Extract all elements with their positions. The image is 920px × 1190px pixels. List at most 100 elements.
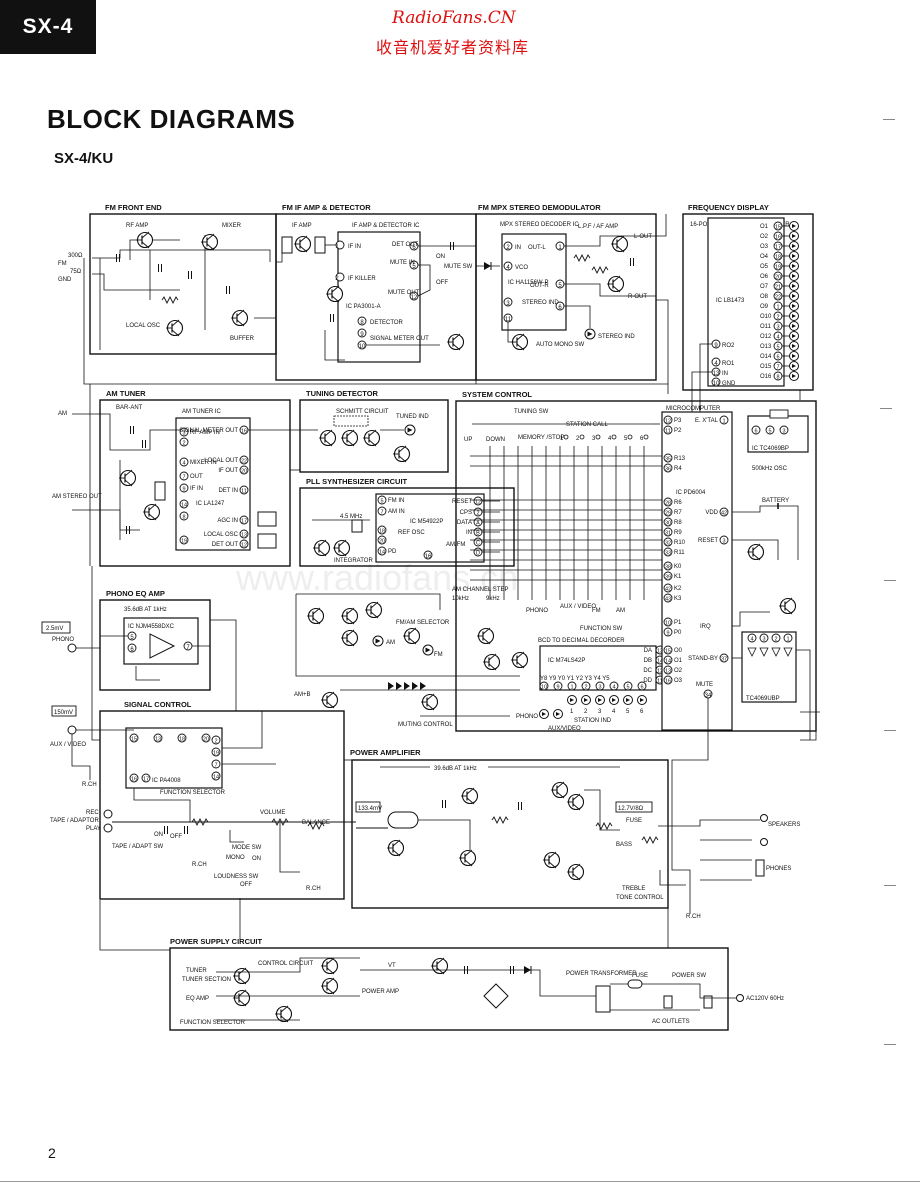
freq-output-13: O14 [760, 354, 772, 360]
osc-pin-1: 5 [768, 429, 771, 435]
phono-level: 2.5mV [46, 626, 63, 632]
bcd-bottom-pin-0: 10 [541, 685, 547, 691]
mc-rpin-label-0: E. X'TAL [695, 418, 719, 424]
pll-lpin-4: 14 [379, 550, 385, 556]
bcd-bottom-pin-4-circle [595, 681, 605, 691]
pll-lpin-0: 5 [380, 499, 383, 505]
if-in-label: IF IN [348, 244, 361, 250]
fm-if-block: FM IF AMP & DETECTOR IF AMP IF AMP & DET… [275, 203, 477, 381]
mc-lpin-15: 9 [666, 631, 669, 637]
mc-lpin-3: 36 [665, 467, 671, 473]
tuning-detector-frame [299, 399, 449, 473]
treble-label: TREBLE [622, 886, 645, 892]
pll-rpin-0: 12 [475, 500, 481, 506]
page-subtitle: SX-4/KU [54, 150, 114, 167]
power-amp-title: POWER AMPLIFIER [350, 748, 421, 757]
mc-lpin-12-circle [663, 583, 673, 593]
am-lpin-label-2: MIXER IN [190, 460, 217, 466]
mc-lpin-11: 39 [665, 575, 671, 581]
mc-lpin-label-5: R7 [674, 510, 682, 516]
am-rpin-3: 11 [241, 489, 247, 495]
am-lpin-1-circle [179, 437, 189, 447]
pll-rpin-label-3: IN [466, 530, 472, 536]
sc-right-pin-2: 7 [214, 763, 217, 769]
mc-lpin-9: 33 [665, 551, 671, 557]
standby-inverter-0 [747, 647, 757, 657]
step-9k: 9kHz [486, 596, 500, 602]
mc-rpin-4: 37 [721, 657, 727, 663]
antenna-75-label: 75Ω [70, 269, 82, 275]
r-out-label: R-OUT [628, 294, 647, 300]
bcd-in-pin-0: 13 [657, 649, 663, 655]
edge-mark [880, 408, 892, 409]
station-call-3: 4 [608, 436, 612, 442]
pll-lpin-1: 7 [380, 510, 383, 516]
rf-amp-label: RF AMP [126, 223, 148, 229]
power-amp-frame [351, 759, 669, 909]
ps-tuner-label: TUNER SECTION [182, 977, 231, 983]
am-rpin-4: 17 [241, 519, 247, 525]
am-rpin-label-1: LOCAL OUT [204, 458, 238, 464]
tape-sw-off: OFF [170, 834, 182, 840]
phono-input-label: PHONO [52, 637, 74, 643]
mc-lpin-8-circle [663, 537, 673, 547]
if-killer-label: IF KILLER [348, 276, 376, 282]
am-lpin-2: 4 [182, 461, 185, 467]
mc-lpin-1: 11 [665, 429, 671, 435]
am-rpin-2: 20 [241, 469, 247, 475]
mute-sw-on: ON [436, 254, 445, 260]
out-r-label: OUT-R [530, 283, 549, 289]
sc-top-pin-2: 18 [179, 737, 185, 743]
freq-output-9: O10 [760, 314, 772, 320]
step-10k: 10kHz [452, 596, 469, 602]
tone-control-label: TONE CONTROL [616, 895, 664, 901]
pll-lpin-3-circle [377, 535, 387, 545]
freq-output-6: O7 [760, 284, 769, 290]
pll-title: PLL SYNTHESIZER CIRCUIT [306, 477, 408, 486]
schmitt-label: SCHMITT CIRCUIT [336, 409, 389, 415]
ind-aux-led-mark [556, 712, 560, 716]
aux-video-label: AUX / VIDEO [50, 742, 86, 748]
mc-lpin-0: 12 [665, 419, 671, 425]
ind-aux-video-label: AUX/VIDEO [548, 726, 581, 732]
mc-lpin-label-8: R10 [674, 540, 686, 546]
fm-front-end-block: FM FRONT END RF AMP MIXER LOCAL OSC BUFF… [58, 203, 277, 355]
gnd-label: GND [722, 381, 736, 387]
ref-osc-label: REF OSC [398, 530, 425, 536]
mute-sw-label: MUTE SW [444, 264, 473, 270]
power-amp-out-level: 12.7V/8Ω [618, 806, 644, 812]
ps-power-sw-label: POWER SW [672, 973, 706, 979]
station-ind-num-0: 1 [570, 709, 574, 715]
mc-rpin-1-circle [719, 507, 729, 517]
pa4008-name: IC PA4008 [152, 778, 181, 784]
sc-bottom-pin-0-circle [129, 773, 139, 783]
sc-right-pin-3-circle [211, 771, 221, 781]
aux-video-fn-label: AUX / VIDEO [560, 604, 596, 610]
ps-ac-label: AC120V 60Hz [746, 996, 784, 1002]
sc-rch-2: R.CH [306, 886, 321, 892]
power-amp-block: POWER AMPLIFIER 39.6dB AT 1kHz 133.4mV 1… [350, 748, 800, 920]
station-ind-led-4-mark [626, 698, 630, 702]
pll-lpin-label-0: FM IN [388, 498, 404, 504]
phono-pin-6: 6 [130, 647, 134, 653]
mc-lpin-label-17: O1 [674, 658, 683, 664]
tuning-detector-block: TUNING DETECTOR SCHMITT CIRCUIT TUNED IN… [290, 389, 449, 473]
am-rpin-label-4: AGC IN [217, 518, 238, 524]
njm4558-name: IC NJM4558DXC [128, 624, 175, 630]
am-lpin-3: 7 [182, 475, 185, 481]
phono-pin-7: 7 [186, 645, 190, 651]
bcd-in-pin-1: 14 [657, 659, 663, 665]
bcd-bottom-pin-6-circle [623, 681, 633, 691]
osc-pin-0-circle [751, 425, 761, 435]
mc-lpin-1-circle [663, 425, 673, 435]
bcd-bottom-pin-3: 2 [584, 685, 587, 691]
power-supply-block: POWER SUPPLY CIRCUIT TUNER TUNER SECTION… [169, 937, 784, 1031]
pll-lpin-0-circle [377, 495, 387, 505]
bcd-in-label-0: DA [644, 648, 652, 654]
freq-output-pin-4: 19 [775, 265, 781, 271]
tc4069ubp-name: TC4069UBP [746, 696, 780, 702]
